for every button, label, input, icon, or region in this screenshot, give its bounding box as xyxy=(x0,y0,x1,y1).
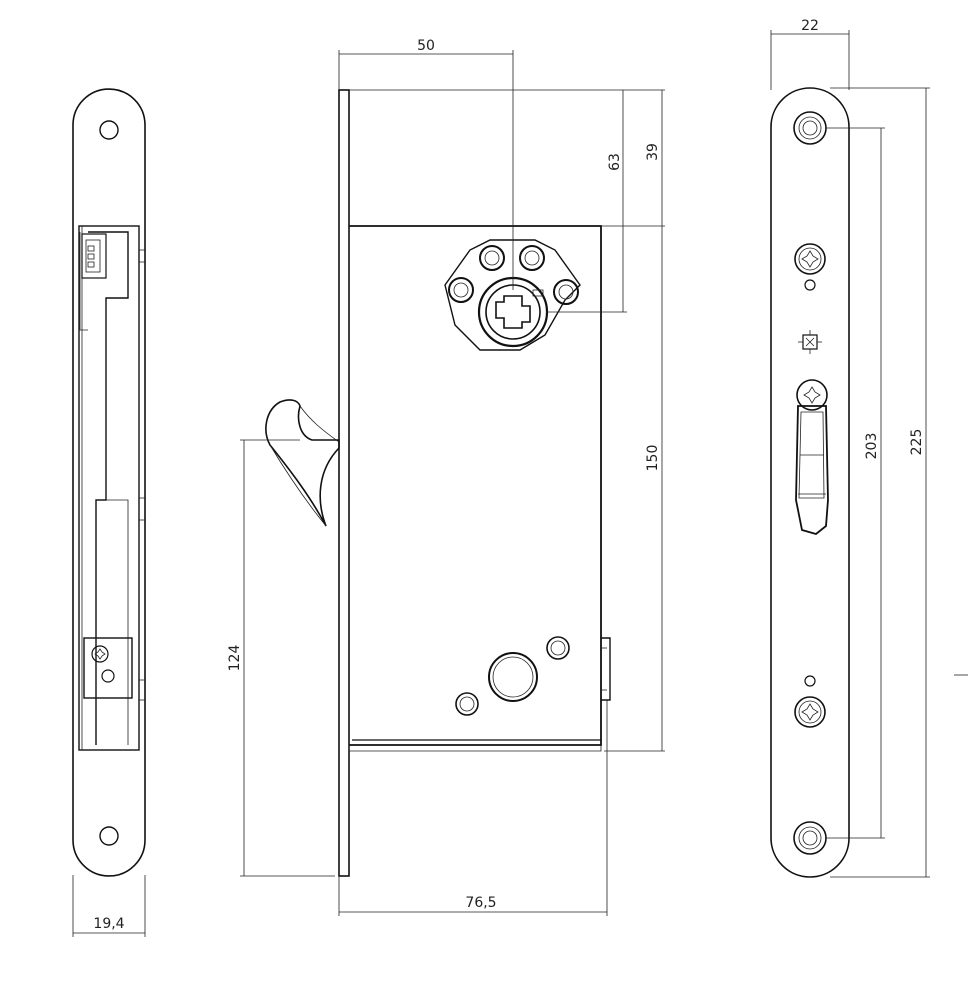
front-faceplate-edge xyxy=(338,89,350,877)
faceplate-hook-screw xyxy=(796,379,828,411)
bottom-hole-left xyxy=(455,692,479,716)
side-screw-hole-bottom xyxy=(99,826,119,846)
side-view: 19,4 xyxy=(72,88,146,937)
dim-faceplate-height: 225 xyxy=(909,429,925,456)
faceplate-outline xyxy=(770,87,850,878)
side-faceplate-outline xyxy=(72,88,146,877)
dim-case-height: 150 xyxy=(645,445,661,472)
side-screw-block xyxy=(83,637,133,699)
front-view: 50 63 39 150 124 76,5 xyxy=(227,38,665,916)
front-lock-case xyxy=(349,225,602,746)
dim-spindle-offset: 50 xyxy=(417,38,435,54)
side-torx-screw xyxy=(91,645,109,663)
dim-top-to-spindle: 63 xyxy=(607,153,623,171)
faceplate-torx-screw-lower xyxy=(794,696,826,728)
cylinder-hole-2 xyxy=(519,245,545,271)
cylinder-hole-4 xyxy=(553,279,579,305)
cylinder-plate xyxy=(444,239,581,351)
side-lock-body xyxy=(78,225,140,751)
spindle-ring xyxy=(485,284,541,340)
faceplate-hook-slot xyxy=(795,405,829,535)
dim-hook-height: 124 xyxy=(227,645,243,672)
front-case-bump xyxy=(601,637,611,701)
side-connector xyxy=(81,233,107,279)
dim-screw-spacing: 203 xyxy=(864,433,880,460)
dim-side-width: 19,4 xyxy=(93,916,124,932)
spindle-square xyxy=(495,295,531,329)
cylinder-hole-1 xyxy=(479,245,505,271)
faceplate-torx-screw-upper xyxy=(794,243,826,275)
faceplate-small-hole-lower xyxy=(804,675,816,687)
cylinder-hole-3 xyxy=(448,277,474,303)
faceplate-small-hole-upper xyxy=(804,279,816,291)
side-screw-hole-top xyxy=(99,120,119,140)
hook-bolt xyxy=(265,399,340,527)
bottom-hole-large xyxy=(488,652,538,702)
dim-faceplate-width: 22 xyxy=(801,18,819,34)
dim-top-to-case: 39 xyxy=(645,143,661,161)
side-inner-profile xyxy=(88,231,129,745)
faceplate-view: 22 203 225 xyxy=(770,18,968,878)
bottom-hole-right xyxy=(546,636,570,660)
dim-overall-depth: 76,5 xyxy=(465,895,496,911)
side-small-hole xyxy=(101,669,115,683)
